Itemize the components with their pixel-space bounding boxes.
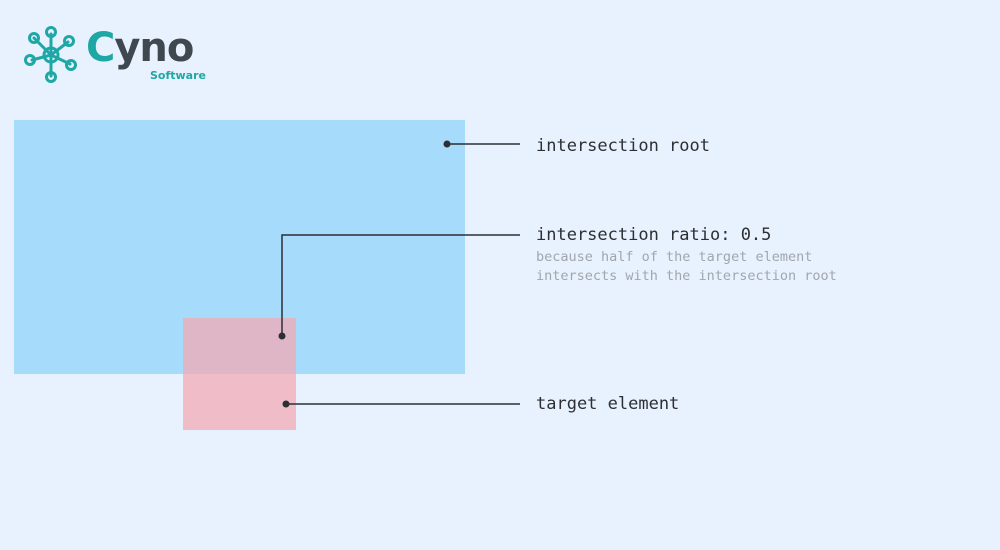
intersection-ratio-label: intersection ratio: 0.5: [536, 225, 772, 245]
target-callout-dot: [282, 400, 290, 408]
intersection-root-label: intersection root: [536, 136, 710, 156]
logo-wordmark: Cyno: [86, 24, 194, 72]
logo-wordmark-c: C: [86, 25, 115, 71]
target-element-box: [183, 318, 296, 430]
root-callout-dot: [443, 140, 451, 148]
ratio-note-line-2: intersects with the intersection root: [536, 268, 837, 284]
logo-subtitle: Software: [150, 69, 206, 82]
cyno-logo: Cyno Software: [22, 22, 212, 86]
ratio-callout-dot: [278, 332, 286, 340]
ratio-callout-line: [281, 234, 520, 336]
target-element-label: target element: [536, 394, 680, 414]
network-nodes-icon: [24, 26, 77, 83]
ratio-note-line-1: because half of the target element: [536, 249, 813, 265]
logo-wordmark-rest: yno: [114, 25, 194, 71]
